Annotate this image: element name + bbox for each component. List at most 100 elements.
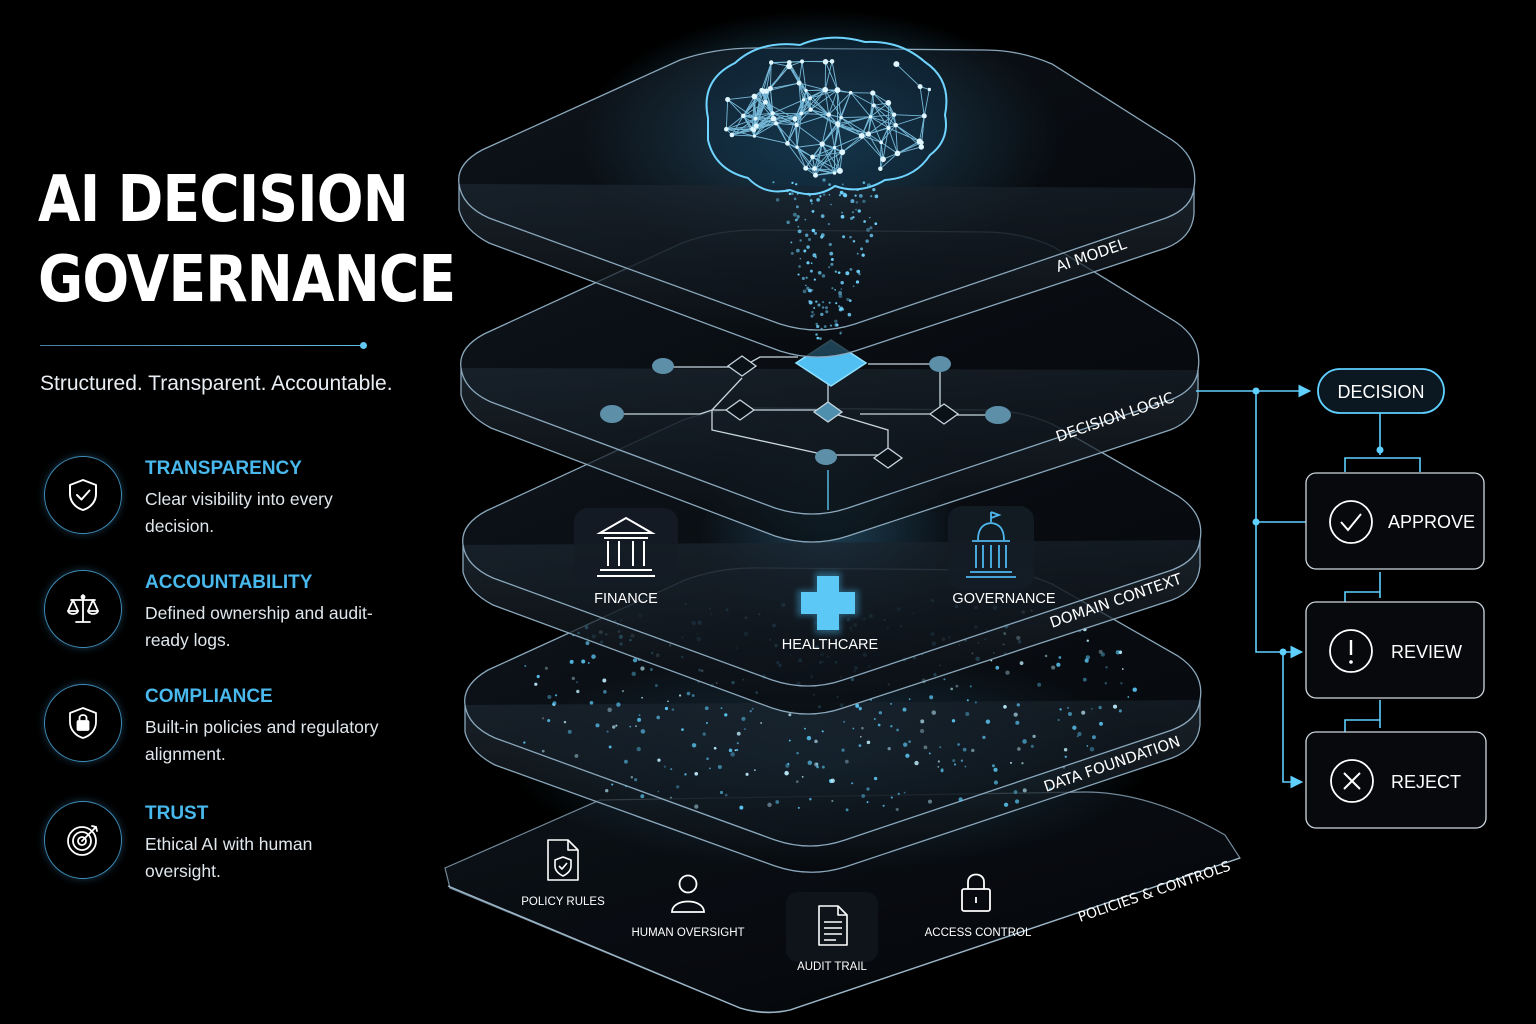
data-stream-particle bbox=[820, 214, 825, 219]
brain-node bbox=[741, 113, 746, 119]
data-stream-particle bbox=[810, 314, 814, 318]
feature-transparency: TRANSPARENCY Clear visibility into every… bbox=[44, 456, 404, 546]
data-particle bbox=[887, 747, 891, 751]
brain-network-icon bbox=[705, 36, 948, 340]
data-stream-particle bbox=[830, 262, 834, 266]
data-particle bbox=[958, 797, 963, 802]
data-stream-particle bbox=[811, 209, 815, 213]
data-stream-particle bbox=[796, 215, 800, 219]
data-particle bbox=[927, 799, 933, 804]
data-stream-particle bbox=[808, 194, 811, 197]
data-particle bbox=[804, 727, 806, 730]
data-particle bbox=[1092, 735, 1096, 740]
data-stream-particle bbox=[842, 192, 847, 197]
review-label: REVIEW bbox=[1391, 642, 1462, 662]
data-stream-particle bbox=[827, 222, 831, 226]
data-particle bbox=[1091, 707, 1093, 710]
data-stream-particle bbox=[811, 310, 814, 314]
data-particle bbox=[1021, 762, 1024, 765]
data-particle bbox=[1067, 711, 1072, 717]
data-stream-particle bbox=[870, 195, 873, 198]
data-particle bbox=[719, 790, 724, 795]
data-stream-particle bbox=[807, 237, 812, 242]
data-stream-particle bbox=[797, 225, 800, 228]
data-particle bbox=[950, 687, 954, 691]
brain-node bbox=[807, 96, 812, 101]
data-stream-particle bbox=[820, 327, 823, 331]
data-stream-particle bbox=[841, 211, 844, 214]
data-particle bbox=[821, 765, 825, 769]
brain-node bbox=[770, 115, 777, 122]
brain-node bbox=[799, 111, 804, 116]
data-stream-particle bbox=[804, 218, 807, 221]
data-stream-particle bbox=[802, 289, 807, 294]
data-particle bbox=[657, 758, 661, 762]
data-particle bbox=[902, 742, 908, 747]
title-line-1: AI DECISION bbox=[38, 163, 409, 237]
data-stream-particle bbox=[862, 181, 866, 184]
brain-node bbox=[801, 98, 806, 102]
data-stream-particle bbox=[805, 276, 808, 279]
data-particle bbox=[734, 749, 737, 752]
medical-cross-icon bbox=[797, 572, 859, 634]
control-label-policy-rules: POLICY RULES bbox=[521, 896, 605, 908]
data-particle bbox=[663, 765, 666, 768]
data-particle bbox=[670, 768, 673, 771]
data-particle bbox=[1104, 682, 1107, 685]
decision-flow-connectors bbox=[1196, 384, 1421, 789]
data-stream-particle bbox=[855, 201, 859, 204]
data-stream-particle bbox=[849, 235, 852, 239]
data-stream-particle bbox=[821, 306, 825, 309]
data-particle bbox=[843, 720, 846, 723]
data-particle bbox=[587, 662, 590, 664]
data-stream-particle bbox=[838, 294, 843, 299]
data-particle bbox=[547, 718, 551, 723]
layer-ai-model bbox=[458, 36, 1196, 358]
data-particle bbox=[524, 665, 527, 668]
data-particle bbox=[795, 780, 799, 783]
data-particle bbox=[964, 765, 967, 768]
data-stream-particle bbox=[829, 324, 833, 327]
data-particle bbox=[1005, 670, 1010, 675]
brain-node bbox=[724, 126, 729, 132]
data-particle bbox=[821, 730, 824, 733]
data-particle bbox=[694, 771, 699, 776]
data-particle bbox=[664, 706, 669, 711]
brain-node bbox=[751, 127, 757, 133]
data-particle bbox=[630, 776, 634, 779]
data-particle bbox=[606, 730, 609, 733]
shield-lock-icon bbox=[44, 684, 122, 762]
data-stream-particle bbox=[797, 229, 802, 234]
document-shield-icon bbox=[547, 839, 579, 881]
data-stream-particle bbox=[815, 300, 818, 303]
data-particle bbox=[914, 760, 919, 766]
brain-node bbox=[794, 122, 799, 128]
data-stream-particle bbox=[834, 319, 838, 323]
brain-node bbox=[810, 154, 815, 160]
data-particle bbox=[796, 751, 799, 755]
data-particle bbox=[555, 694, 558, 697]
data-particle bbox=[1099, 721, 1103, 726]
data-particle bbox=[1118, 709, 1122, 713]
data-particle bbox=[1048, 787, 1052, 791]
data-stream-particle bbox=[841, 183, 844, 186]
data-stream-particle bbox=[838, 291, 843, 295]
data-particle bbox=[905, 753, 910, 758]
data-particle bbox=[814, 762, 819, 767]
data-particle bbox=[940, 769, 944, 773]
data-particle bbox=[576, 689, 580, 694]
data-particle bbox=[1120, 682, 1123, 685]
data-particle bbox=[1037, 682, 1042, 687]
data-stream-particle bbox=[858, 272, 861, 276]
data-stream-particle bbox=[803, 249, 807, 253]
data-stream-particle bbox=[855, 208, 857, 211]
data-particle bbox=[859, 735, 862, 738]
data-particle bbox=[1081, 710, 1086, 715]
data-stream-particle bbox=[824, 306, 828, 310]
exclamation-circle-icon bbox=[1329, 629, 1373, 673]
data-stream-particle bbox=[819, 337, 822, 340]
data-particle bbox=[717, 764, 722, 769]
data-particle bbox=[634, 778, 638, 782]
data-particle bbox=[1062, 766, 1066, 769]
